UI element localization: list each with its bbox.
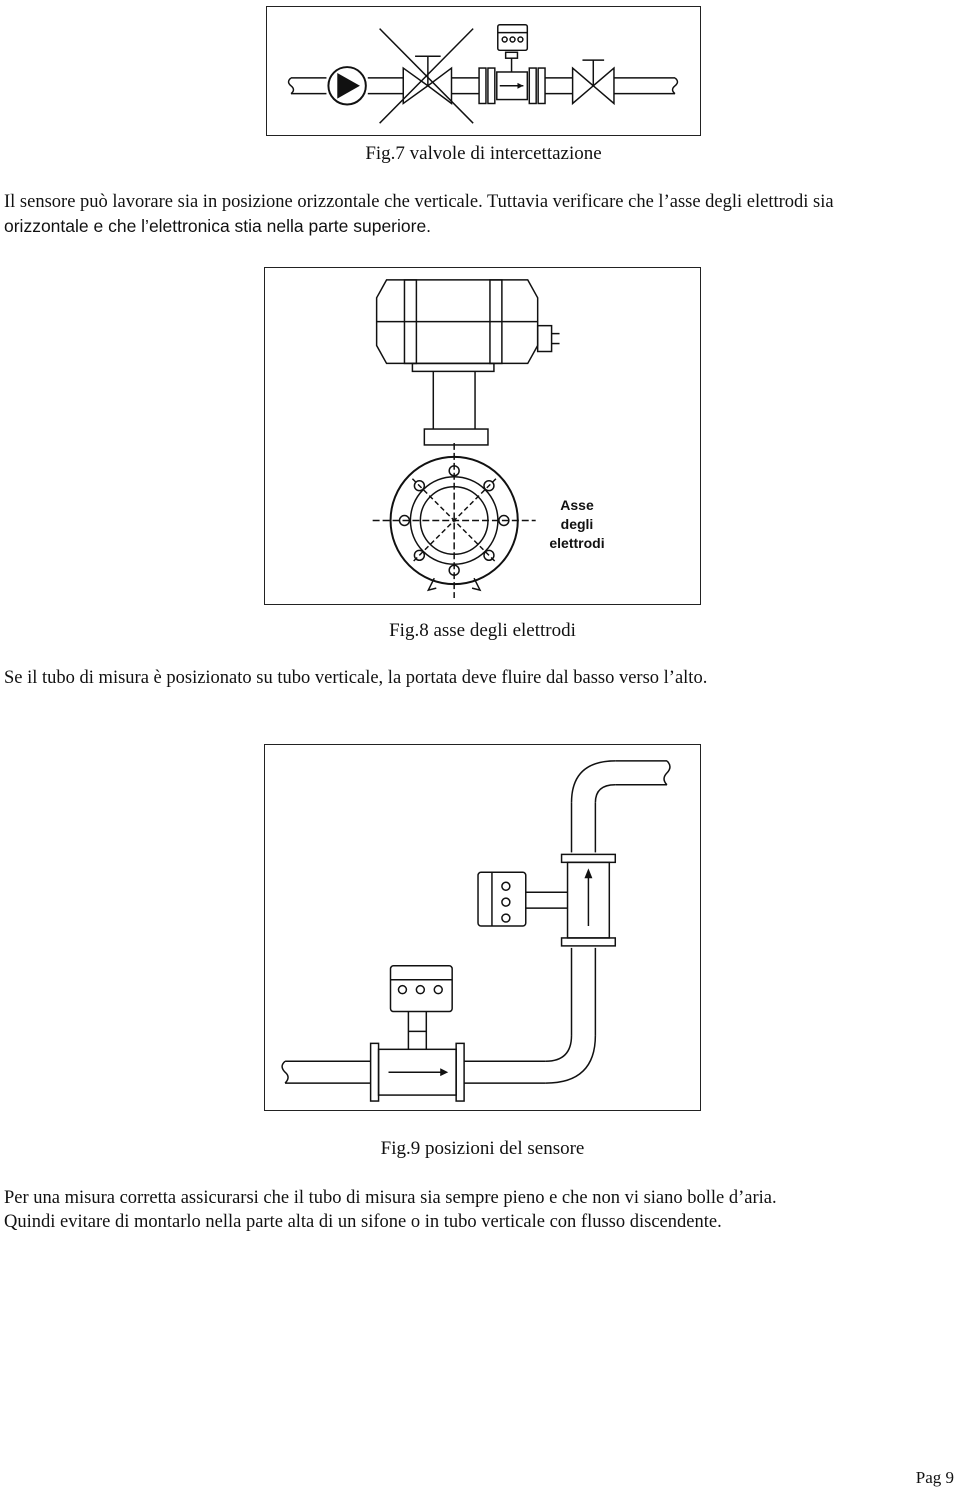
paragraph-full-pipe-line1: Per una misura corretta assicurarsi che … [4, 1188, 777, 1208]
electrode-axis-label: Asse degli elettrodi [537, 496, 617, 553]
fig7-valves-diagram [266, 6, 701, 136]
paragraph-orientation: Il sensore può lavorare sia in posizione… [4, 190, 959, 238]
fig8-caption: Fig.8 asse degli elettrodi [389, 620, 576, 641]
fig9-sensor-positions-diagram [264, 744, 701, 1111]
paragraph-orientation-line2: orizzontale e che l’elettronica stia nel… [4, 216, 432, 236]
electrode-axis-label-line2: degli [560, 516, 594, 532]
fig9-caption: Fig.9 posizioni del sensore [380, 1138, 585, 1159]
fig7-caption: Fig.7 valvole di intercettazione [365, 143, 602, 164]
fig7-drawing [287, 23, 679, 124]
paragraph-orientation-line1: Il sensore può lavorare sia in posizione… [4, 192, 834, 212]
paragraph-vertical-flow: Se il tubo di misura è posizionato su tu… [4, 666, 959, 690]
paragraph-vertical-flow-line1: Se il tubo di misura è posizionato su tu… [4, 668, 708, 688]
paragraph-full-pipe: Per una misura corretta assicurarsi che … [4, 1186, 959, 1234]
electrode-axis-label-line1: Asse [560, 497, 594, 513]
fig9-drawing [281, 760, 671, 1102]
electrode-axis-label-line3: elettrodi [549, 535, 605, 551]
fig8-drawing [372, 279, 560, 599]
fig8-electrode-axis-diagram: Asse degli elettrodi [264, 267, 701, 605]
page-number: Pag 9 [915, 1468, 954, 1487]
paragraph-full-pipe-line2: Quindi evitare di montarlo nella parte a… [4, 1212, 722, 1232]
